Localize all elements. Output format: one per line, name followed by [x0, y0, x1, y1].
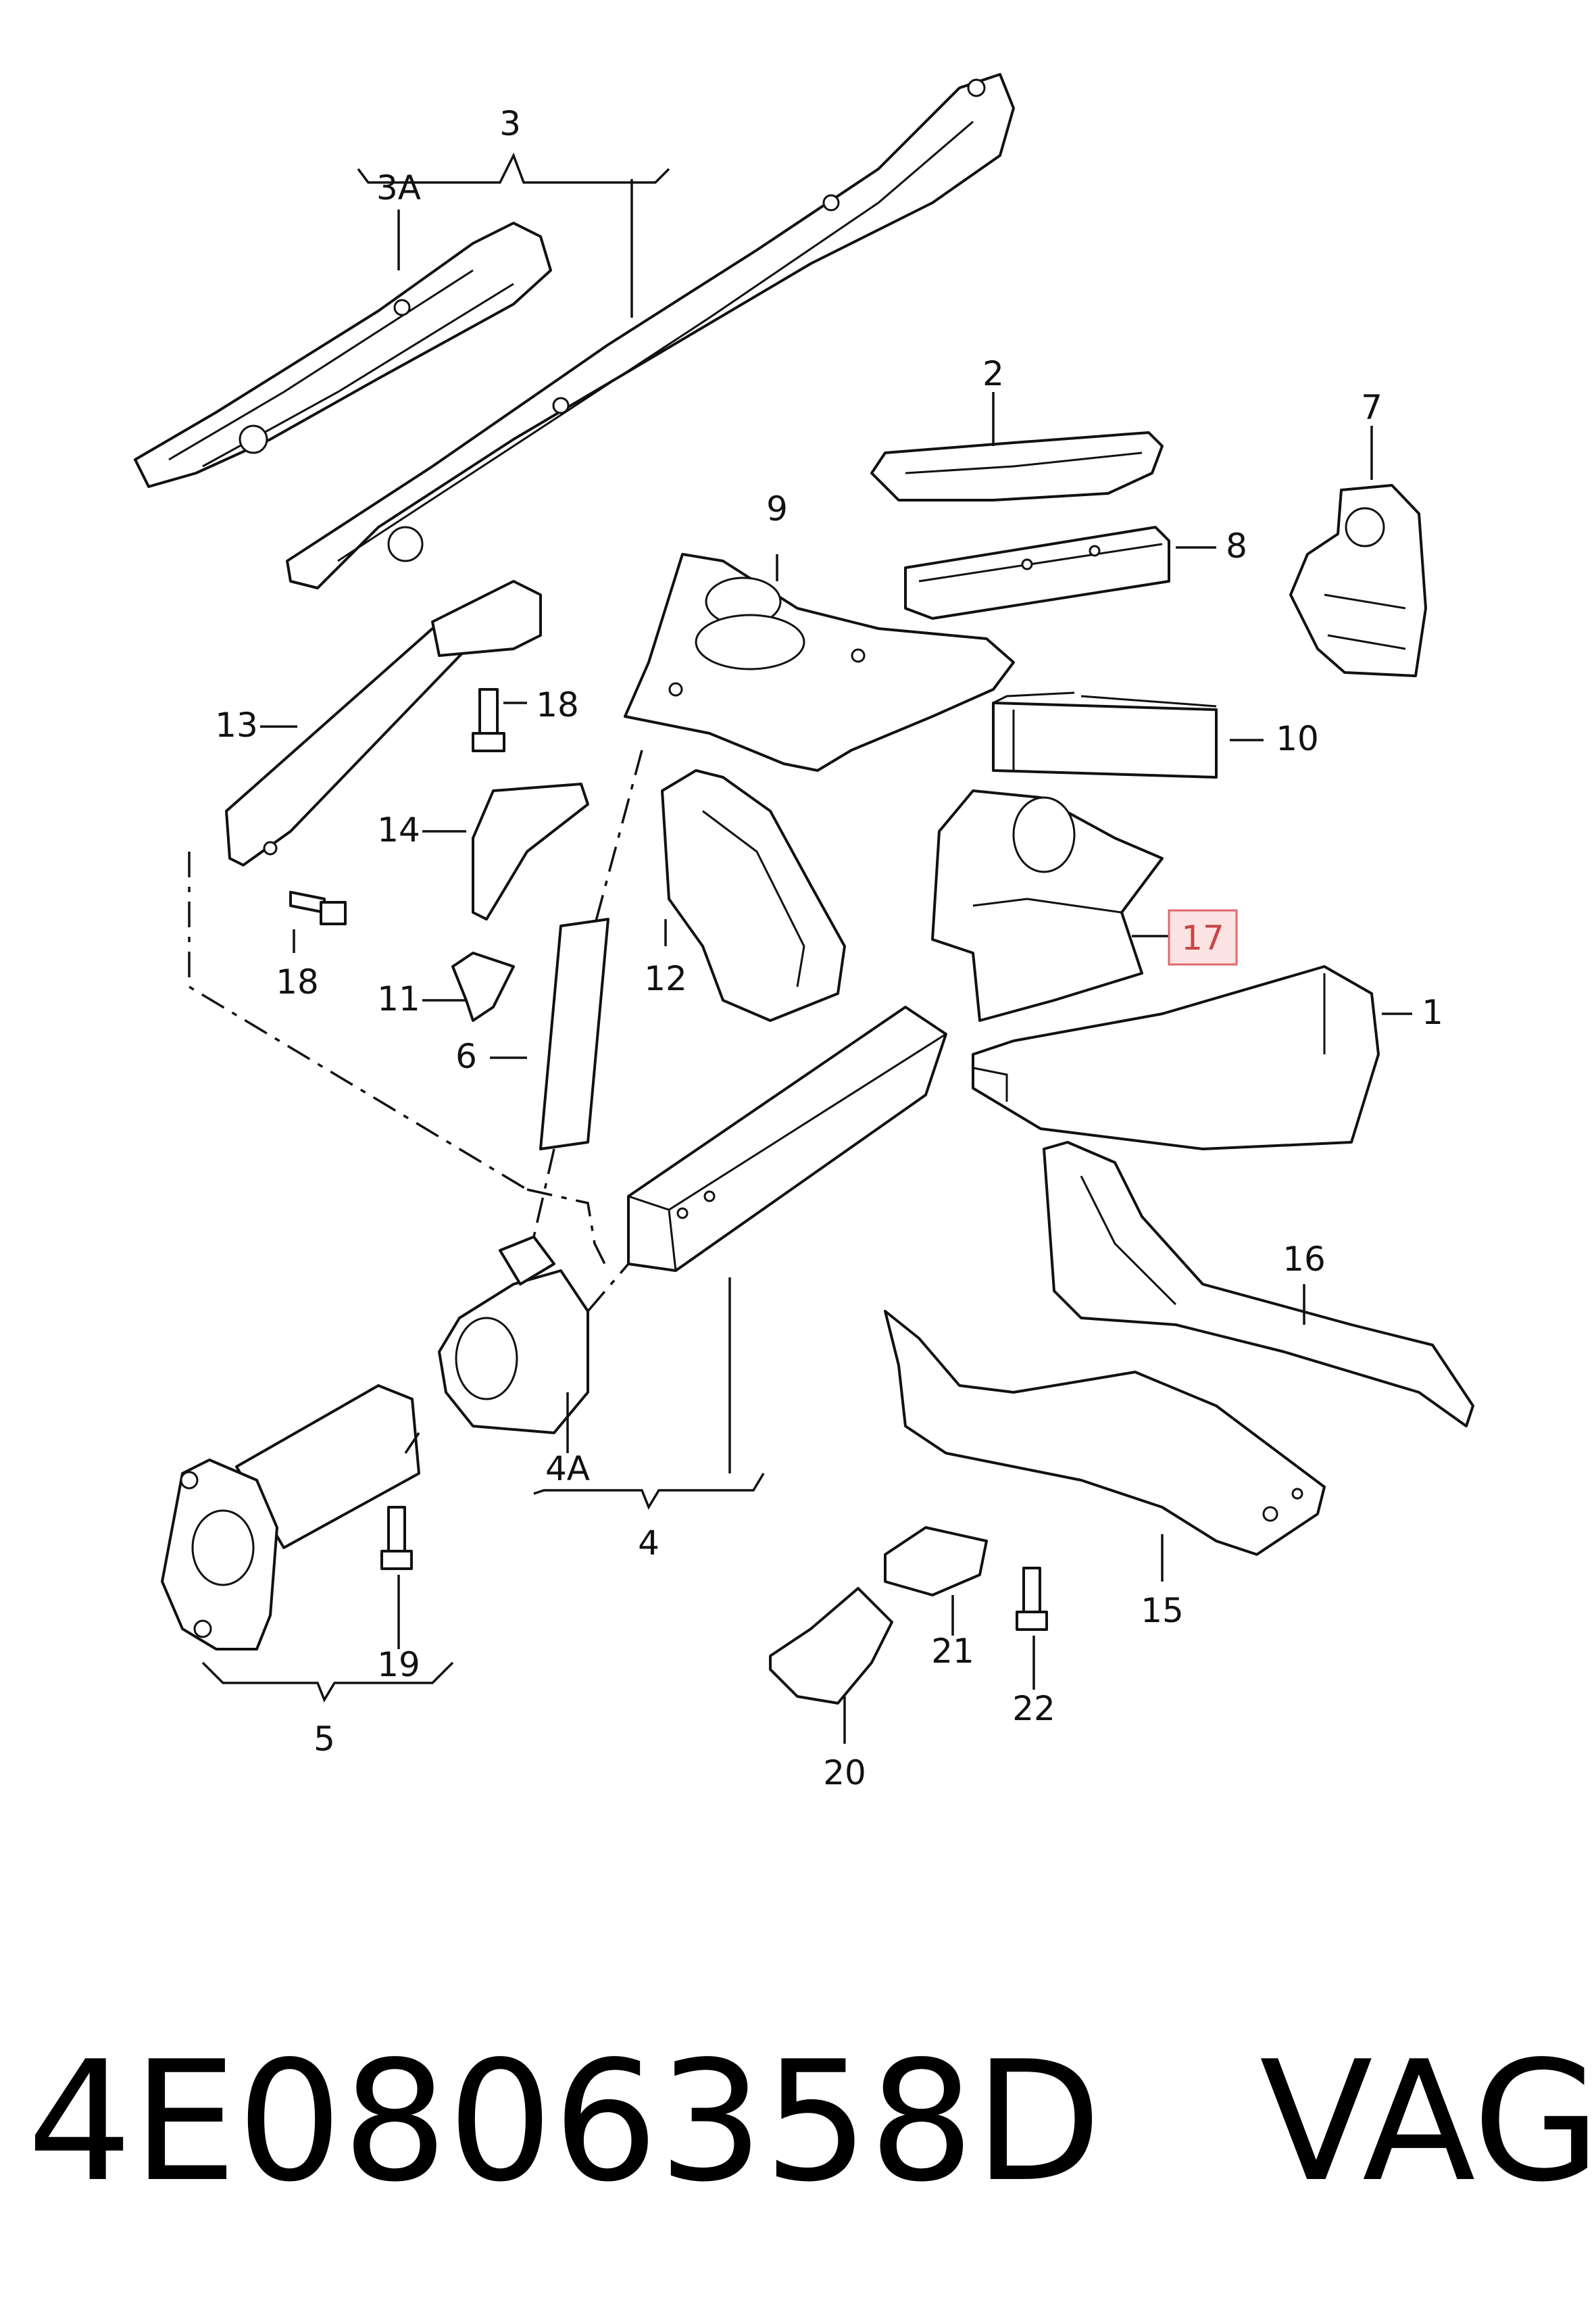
bolt-22	[1016, 1567, 1048, 1631]
part-5	[161, 1384, 420, 1650]
part-15	[884, 1310, 1326, 1556]
brand-name: VAG	[1260, 2026, 1596, 2218]
parts-diagram: 3 3A 2 7 8 9 10 13 18 14 17 18 11 12 6 1…	[134, 73, 1474, 1792]
part-16	[1043, 1141, 1474, 1427]
callout-4a: 4A	[545, 1449, 590, 1488]
part-8	[904, 526, 1170, 620]
callout-3: 3	[499, 104, 521, 143]
callout-18-upper: 18	[536, 685, 579, 725]
part-17	[931, 789, 1164, 1022]
part-3a-upper-member	[134, 222, 552, 488]
part-10	[992, 691, 1218, 779]
callout-9: 9	[766, 489, 788, 529]
part-6	[539, 918, 609, 1150]
callout-21: 21	[931, 1632, 974, 1671]
part-13-top-bracket	[431, 580, 542, 657]
callout-16: 16	[1282, 1240, 1326, 1279]
part-1	[972, 965, 1380, 1150]
callout-17-highlight	[1168, 909, 1238, 966]
callout-22: 22	[1012, 1689, 1055, 1728]
part-number: 4E0806358D	[27, 2026, 1102, 2218]
assembly-lines	[188, 750, 643, 1454]
part-12	[661, 769, 846, 1022]
callout-14: 14	[377, 810, 420, 850]
callout-6: 6	[455, 1037, 477, 1076]
part-2	[870, 431, 1164, 501]
leader-lines	[201, 152, 1412, 1744]
part-number-footer: 4E0806358D VAG	[27, 2021, 1596, 2224]
bolt-19	[380, 1506, 413, 1570]
part-7	[1289, 484, 1427, 677]
callout-20: 20	[823, 1753, 866, 1792]
part-21-nut-plate	[884, 1526, 988, 1596]
callout-11: 11	[377, 979, 420, 1019]
callout-4: 4	[638, 1523, 659, 1563]
callout-2: 2	[982, 354, 1004, 393]
bolt-18-upper	[472, 688, 505, 752]
part-9-strut-tower	[624, 553, 1015, 772]
part-14	[472, 783, 589, 921]
callout-10: 10	[1276, 719, 1319, 758]
callout-3a: 3A	[376, 168, 421, 207]
part-13	[225, 610, 474, 866]
part-20	[769, 1587, 893, 1705]
part-4a	[438, 1235, 589, 1434]
callout-15: 15	[1141, 1591, 1184, 1630]
callout-13: 13	[215, 706, 258, 745]
callout-7: 7	[1361, 388, 1382, 427]
bolt-18-lower	[289, 891, 347, 925]
part-3-upper-member	[286, 73, 1015, 589]
callout-1: 1	[1422, 993, 1443, 1032]
part-4-rail	[627, 1006, 947, 1272]
callout-5: 5	[314, 1719, 335, 1759]
callout-19: 19	[377, 1645, 420, 1684]
callout-18-lower: 18	[276, 962, 319, 1002]
callout-8: 8	[1226, 527, 1247, 566]
part-11	[451, 952, 515, 1022]
callout-12: 12	[644, 959, 687, 998]
callout-17: 17	[1181, 919, 1224, 958]
